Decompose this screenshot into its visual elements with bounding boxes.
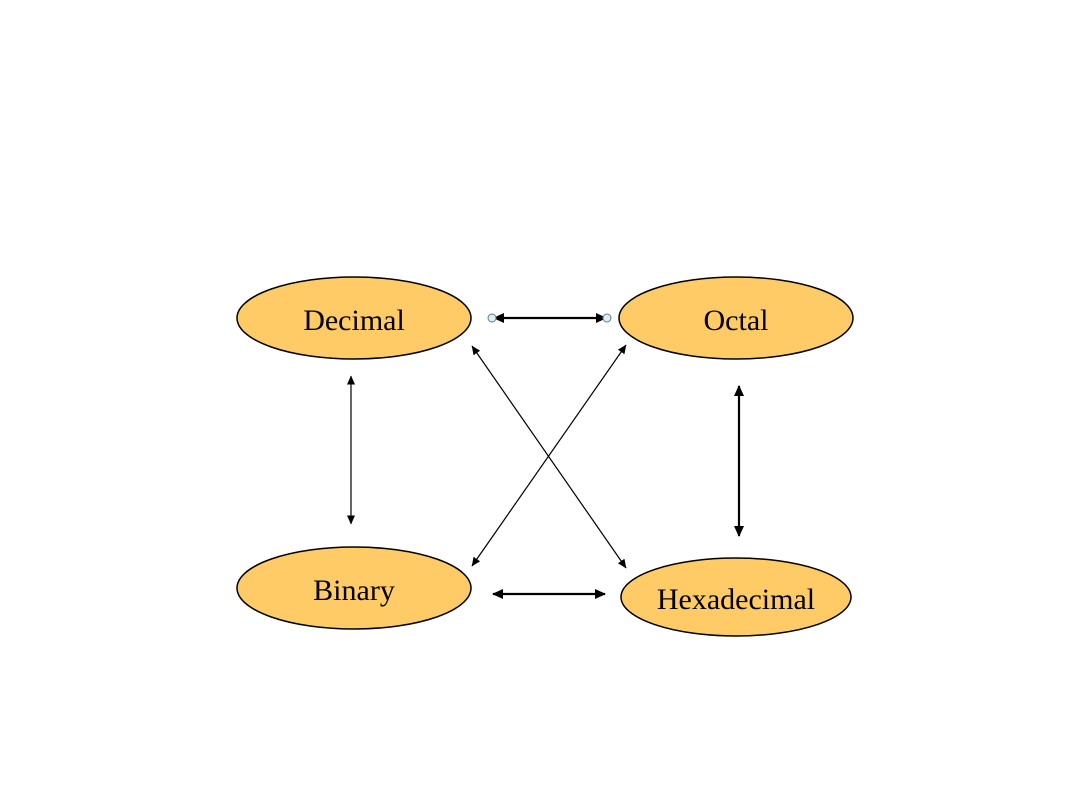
node-hexadecimal[interactable]: Hexadecimal: [620, 557, 852, 637]
node-hexadecimal-label: Hexadecimal: [657, 583, 815, 616]
node-octal-label: Octal: [704, 304, 769, 337]
node-decimal-shape: [236, 276, 472, 360]
node-binary-shape: [236, 546, 472, 630]
node-decimal-label: Decimal: [303, 304, 405, 337]
node-decimal[interactable]: Decimal: [236, 276, 472, 360]
node-binary-label: Binary: [313, 574, 395, 607]
node-octal[interactable]: Octal: [618, 276, 854, 360]
edge-decimal-octal-start-handle: [487, 313, 497, 323]
node-hexadecimal-shape: [620, 557, 852, 637]
nodes-layer: Decimal Octal Binary Hexadecimal: [236, 276, 854, 637]
node-binary[interactable]: Binary: [236, 546, 472, 630]
edge-decimal-octal-end-handle: [602, 313, 612, 323]
edges-layer: [347, 313, 744, 599]
edge-decimal-hexadecimal: [471, 345, 627, 569]
edge-octal-binary: [471, 344, 627, 567]
node-octal-shape: [618, 276, 854, 360]
